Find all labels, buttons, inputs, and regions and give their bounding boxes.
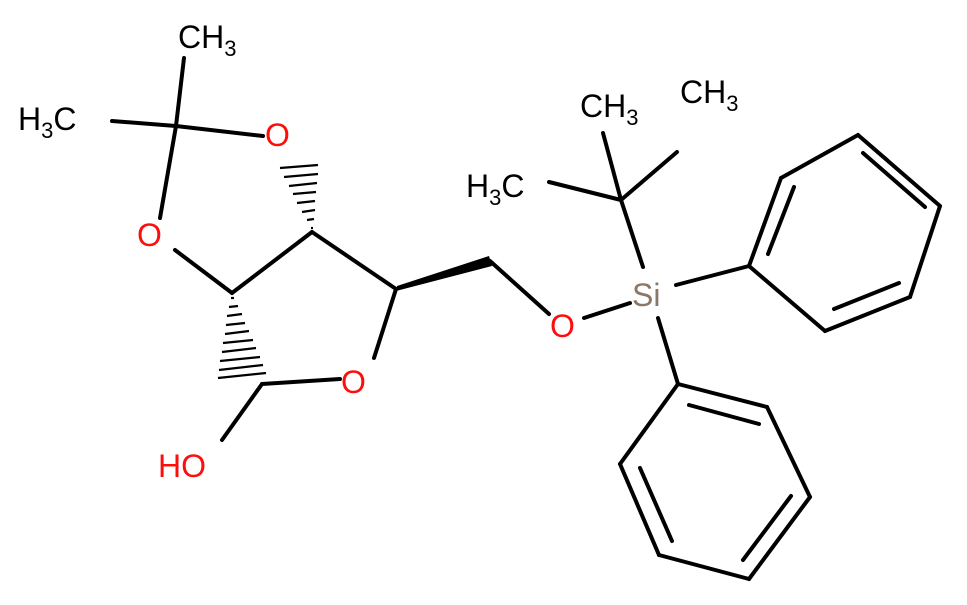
bond-ph2-d (747, 495, 812, 581)
atom-labels: CH3 H3C O O O HO O Si CH3 CH3 H3C (18, 19, 738, 484)
bond-ph2-inner1 (638, 466, 674, 543)
bond-ph1-f (747, 264, 827, 333)
bonds (110, 56, 942, 581)
bond-ph1-d (908, 204, 942, 299)
h3c-label-left: H3C (18, 101, 76, 143)
bond-ctbu-h3c (547, 180, 623, 202)
bond-ph2-inner2 (741, 494, 793, 562)
hydroxyl-label: HO (158, 448, 206, 484)
bond-c1-oh (220, 382, 264, 442)
bond-c5-o (488, 259, 551, 316)
silicon-label: Si (632, 277, 660, 313)
hashed-wedge-c2-c1 (217, 296, 267, 380)
bond-cq-o2 (158, 124, 178, 220)
bond-si-phbot (656, 316, 680, 386)
ch3-label-tbu-top: CH3 (580, 88, 638, 130)
bond-si-phtop (674, 264, 751, 287)
bond-cq-h3c (110, 119, 178, 128)
bond-cq-ch3top (174, 56, 186, 128)
bond-ph2-f (676, 382, 769, 409)
bold-wedge-c4-c5 (396, 256, 492, 291)
o-ring: O (341, 364, 366, 400)
bond-ph1-c (856, 133, 942, 208)
o-ether: O (550, 308, 575, 344)
ch3-label-top: CH3 (178, 19, 236, 61)
bond-ph2-c (657, 553, 751, 581)
bond-ph2-inner3 (687, 403, 761, 426)
bond-ph1-b (779, 133, 860, 180)
bond-oring-c1 (260, 377, 342, 386)
bond-c3-c2 (230, 230, 314, 295)
hashed-wedge-c3-o (279, 163, 319, 230)
o-dioxolane-top: O (265, 117, 290, 153)
bond-ph2-a (618, 382, 680, 466)
bond-ph2-e (765, 405, 812, 499)
bond-ctbu-ch3b (619, 150, 679, 202)
stereo-bonds (217, 163, 492, 380)
bond-cq-o1 (174, 124, 265, 138)
bond-ph2-b (618, 462, 661, 557)
bond-c3-c4 (310, 230, 398, 291)
bond-o-si (582, 301, 632, 320)
bond-ph1-inner2 (832, 281, 901, 311)
ch3-label-tbu-right: CH3 (680, 74, 738, 116)
o-dioxolane-left: O (137, 217, 162, 253)
bond-c4-oring (372, 287, 398, 360)
bond-o2-c2 (173, 248, 234, 295)
bond-ph1-inner3 (766, 185, 796, 256)
bond-ph1-a (747, 176, 783, 268)
bond-ph1-inner1 (861, 151, 927, 209)
bond-ctbu-ch3a (601, 131, 623, 202)
h3c-label-tbu-left: H3C (466, 168, 524, 210)
bond-ph1-e (823, 295, 912, 333)
bond-si-ctbu (619, 198, 645, 269)
